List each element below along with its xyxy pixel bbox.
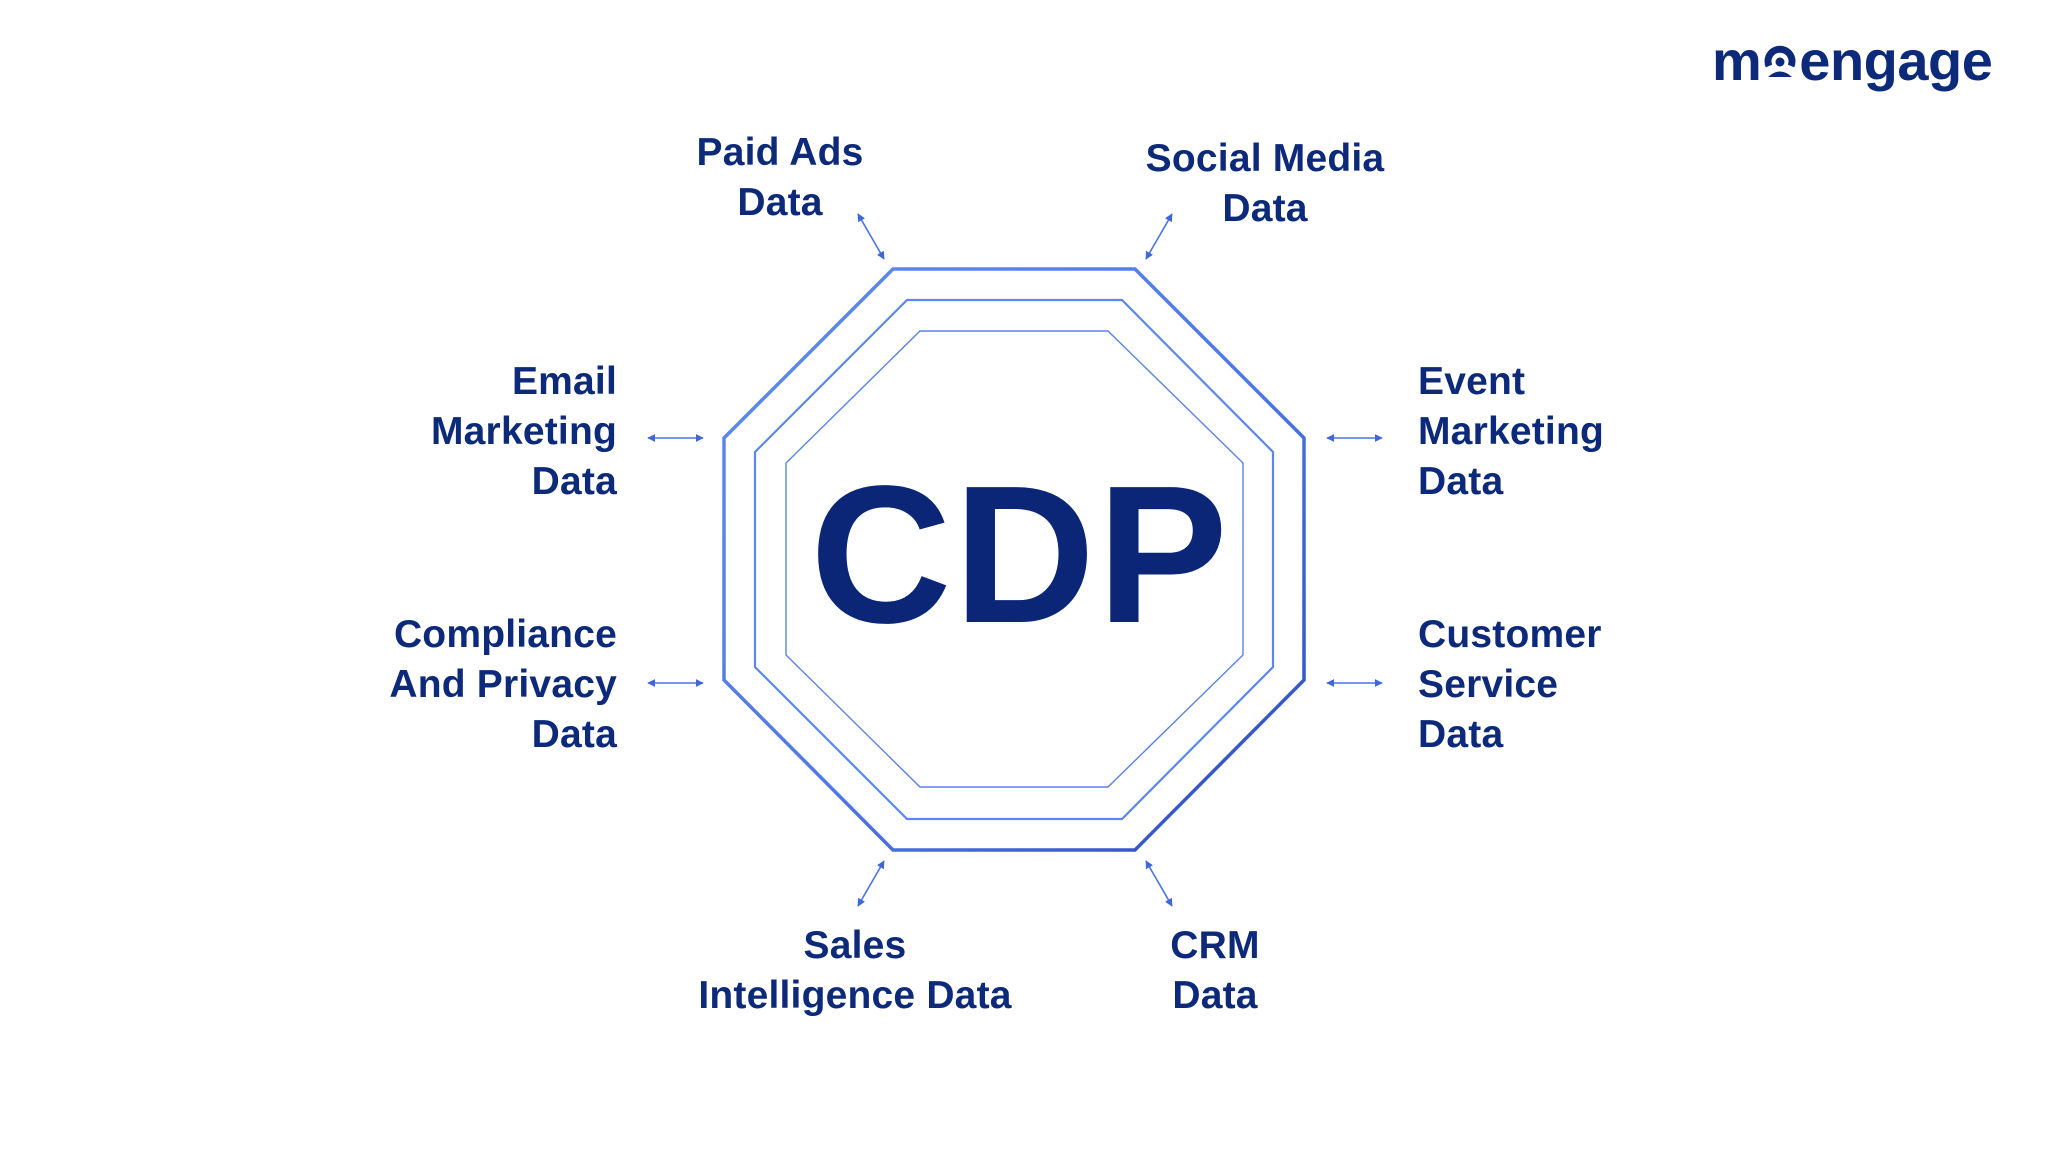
logo-text-prefix: m xyxy=(1712,29,1762,92)
label-line: And Privacy xyxy=(389,663,617,706)
label-line: Customer xyxy=(1418,613,1602,656)
label-line: Marketing xyxy=(1418,410,1605,453)
label-line: Data xyxy=(1418,713,1504,756)
label-line: Service xyxy=(1418,663,1559,706)
logo-person-o-icon xyxy=(1762,28,1798,77)
label-line: Marketing xyxy=(430,410,617,453)
label-line: Data xyxy=(531,713,617,756)
moengage-logo: m engage xyxy=(1712,28,1993,98)
outer-octagon xyxy=(722,267,1306,852)
label-line: CRM xyxy=(1170,924,1260,967)
label-event-marketing: Event Marketing Data xyxy=(1418,357,1718,507)
label-sales-intelligence: Sales Intelligence Data xyxy=(670,921,1040,1021)
arrow-crm xyxy=(1145,860,1173,907)
label-line: Sales xyxy=(803,924,907,967)
arrow-paid-ads xyxy=(857,213,885,260)
label-line: Intelligence Data xyxy=(698,974,1012,1017)
logo-text-suffix: engage xyxy=(1799,29,1993,92)
label-line: Event xyxy=(1418,360,1526,403)
label-line: Data xyxy=(1222,187,1308,230)
arrow-sales-intelligence xyxy=(857,860,885,907)
label-line: Data xyxy=(737,181,823,224)
arrow-social-media xyxy=(1145,213,1173,260)
middle-octagon xyxy=(753,298,1275,821)
label-customer-service: Customer Service Data xyxy=(1418,610,1718,760)
label-email-marketing: Email Marketing Data xyxy=(317,357,617,507)
label-line: Data xyxy=(531,460,617,503)
label-compliance-privacy: Compliance And Privacy Data xyxy=(317,610,617,760)
label-line: Data xyxy=(1172,974,1258,1017)
label-line: Email xyxy=(511,360,617,403)
label-social-media: Social Media Data xyxy=(1120,134,1410,234)
label-crm: CRM Data xyxy=(1130,921,1300,1021)
label-line: Social Media xyxy=(1145,137,1385,180)
label-line: Compliance xyxy=(393,613,617,656)
inner-octagon xyxy=(785,330,1244,788)
label-line: Data xyxy=(1418,460,1504,503)
cdp-title: CDP xyxy=(810,445,1230,664)
label-line: Paid Ads xyxy=(696,131,864,174)
label-paid-ads: Paid Ads Data xyxy=(680,128,880,228)
